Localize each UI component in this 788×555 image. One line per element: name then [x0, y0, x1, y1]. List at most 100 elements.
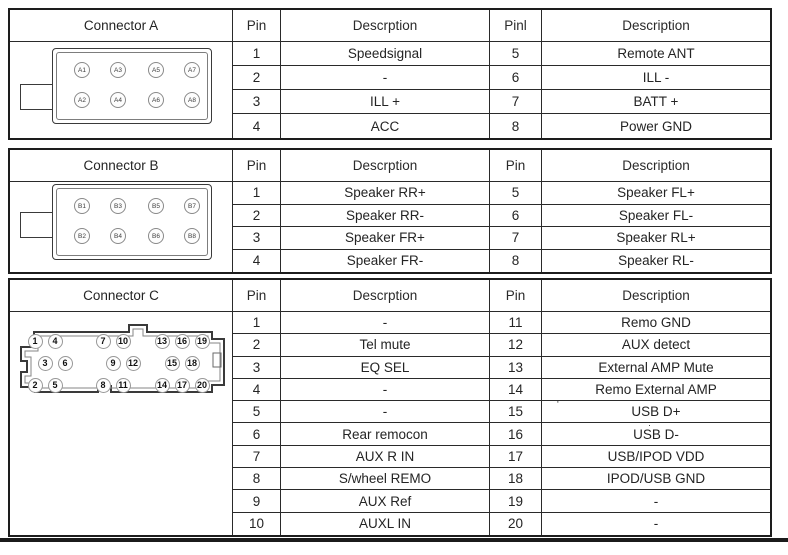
pin-b6: B6	[148, 228, 164, 244]
pin-description: Speaker RR-	[281, 204, 490, 227]
col-header-description-right: Description	[542, 10, 770, 42]
pin-description: Remo External AMP	[542, 379, 770, 402]
connector-b-drawing: B1 B3 B5 B7 B2 B4 B6 B8	[10, 182, 233, 272]
pin-c9: 9	[105, 355, 121, 371]
pin-b8: B8	[184, 228, 200, 244]
pin-c1: 1	[27, 333, 43, 349]
pin-description: -	[281, 66, 490, 90]
col-header-pin-left: Pin	[233, 150, 281, 182]
pin-b5: B5	[148, 198, 164, 214]
pin-number: 1	[233, 182, 281, 205]
pin-number: 5	[490, 42, 542, 66]
scan-artifact-period: .	[770, 511, 774, 523]
pin-number: 7	[490, 90, 542, 114]
pin-description: IPOD/USB GND	[542, 468, 770, 491]
pin-number: 2	[233, 334, 281, 357]
pin-number: 4	[233, 114, 281, 138]
pin-a6: A6	[148, 92, 164, 108]
pin-description: Speedsignal	[281, 42, 490, 66]
pin-a8: A8	[184, 92, 200, 108]
pin-number: 18	[490, 468, 542, 491]
pin-number: 16	[490, 423, 542, 446]
col-header-description-left: Descrption	[281, 10, 490, 42]
connector-c-side-slot	[212, 352, 222, 368]
pin-number: 7	[233, 445, 281, 469]
pin-c12: 12	[125, 355, 141, 371]
pin-c13: 13	[154, 333, 170, 349]
pin-description: AUX detect	[542, 334, 770, 357]
pin-c18: 18	[184, 355, 200, 371]
col-header-description-right: Description	[542, 150, 770, 182]
pin-description: -	[281, 312, 490, 335]
pin-b3: B3	[110, 198, 126, 214]
col-header-description-left: Descrption	[281, 280, 490, 312]
col-header-pin-right: Pinl	[490, 10, 542, 42]
pin-a4: A4	[110, 92, 126, 108]
pin-a3: A3	[110, 62, 126, 78]
pin-description: Power GND	[619, 118, 692, 134]
pin-number: 6	[490, 66, 542, 90]
pin-b2: B2	[74, 228, 90, 244]
pin-description: -	[653, 516, 659, 532]
pin-number: 6	[490, 204, 542, 227]
pin-c6: 6	[57, 355, 73, 371]
pin-description: ILL +	[281, 90, 490, 114]
pin-description: AUX Ref	[281, 490, 490, 513]
pin-description: ACC	[281, 114, 490, 138]
pin-description: Remote ANT	[542, 42, 770, 66]
pin-b4: B4	[110, 228, 126, 244]
connector-a-inner-outline	[56, 52, 208, 120]
pin-description: Speaker FL-	[542, 205, 770, 227]
connector-c-title: Connector C	[10, 280, 233, 312]
pin-description: Tel mute	[281, 334, 490, 357]
pin-description: Speaker FL+	[542, 182, 770, 205]
scan-edge-bar	[0, 538, 788, 542]
pin-number: 6	[233, 423, 281, 446]
pin-number: 14	[490, 378, 542, 402]
pin-number: 7	[490, 227, 542, 250]
connector-b-title: Connector B	[10, 150, 233, 182]
col-header-description-right: Description	[542, 280, 770, 312]
pin-number: 3	[233, 356, 281, 379]
pin-number: 20	[490, 512, 542, 535]
pin-number: 10	[233, 512, 281, 535]
pin-c11: 11	[115, 377, 131, 393]
pin-number: 3	[233, 227, 281, 250]
pin-description: Speaker FR-	[281, 249, 490, 272]
pin-description: Speaker RL+	[542, 227, 770, 250]
pin-a5: A5	[148, 62, 164, 78]
pin-c7: 7	[95, 333, 111, 349]
pin-c17: 17	[174, 377, 190, 393]
pin-number: 5	[233, 401, 281, 424]
pin-c8: 8	[95, 377, 111, 393]
connector-a-key-tab	[20, 84, 58, 110]
scan-artifact-dot: ·	[556, 396, 560, 408]
col-header-pin-left: Pin	[233, 10, 281, 42]
connector-a-drawing: A1 A3 A5 A7 A2 A4 A6 A8	[10, 42, 233, 138]
pin-number: 19	[490, 490, 542, 513]
pin-number: 11	[490, 312, 542, 335]
pin-c10: 10	[115, 333, 131, 349]
col-header-pin-right: Pin	[490, 150, 542, 182]
pin-description: USB D-	[542, 423, 770, 446]
pin-description: -	[281, 378, 490, 402]
pin-number: 4	[233, 378, 281, 402]
pin-c14: 14	[154, 377, 170, 393]
pin-number: 3	[233, 90, 281, 114]
pin-b7: B7	[184, 198, 200, 214]
connector-b-inner-outline	[56, 188, 208, 256]
pin-description: Speaker RR+	[281, 182, 490, 205]
pin-number: 8	[233, 468, 281, 491]
pin-description: -	[542, 490, 770, 513]
connector-a-table: Connector A Pin Descrption Pinl Descript…	[8, 8, 772, 140]
scan-artifact-dot: ·	[648, 420, 651, 430]
pin-description: BATT +	[542, 90, 770, 114]
pin-number: 9	[233, 490, 281, 513]
pin-number: 5	[490, 182, 542, 205]
pin-c5: 5	[47, 377, 63, 393]
pin-description: EQ SEL	[281, 356, 490, 379]
pin-number: 13	[490, 356, 542, 379]
pin-c2: 2	[27, 377, 43, 393]
pin-description: External AMP Mute	[542, 357, 770, 379]
pin-c3: 3	[37, 355, 53, 371]
